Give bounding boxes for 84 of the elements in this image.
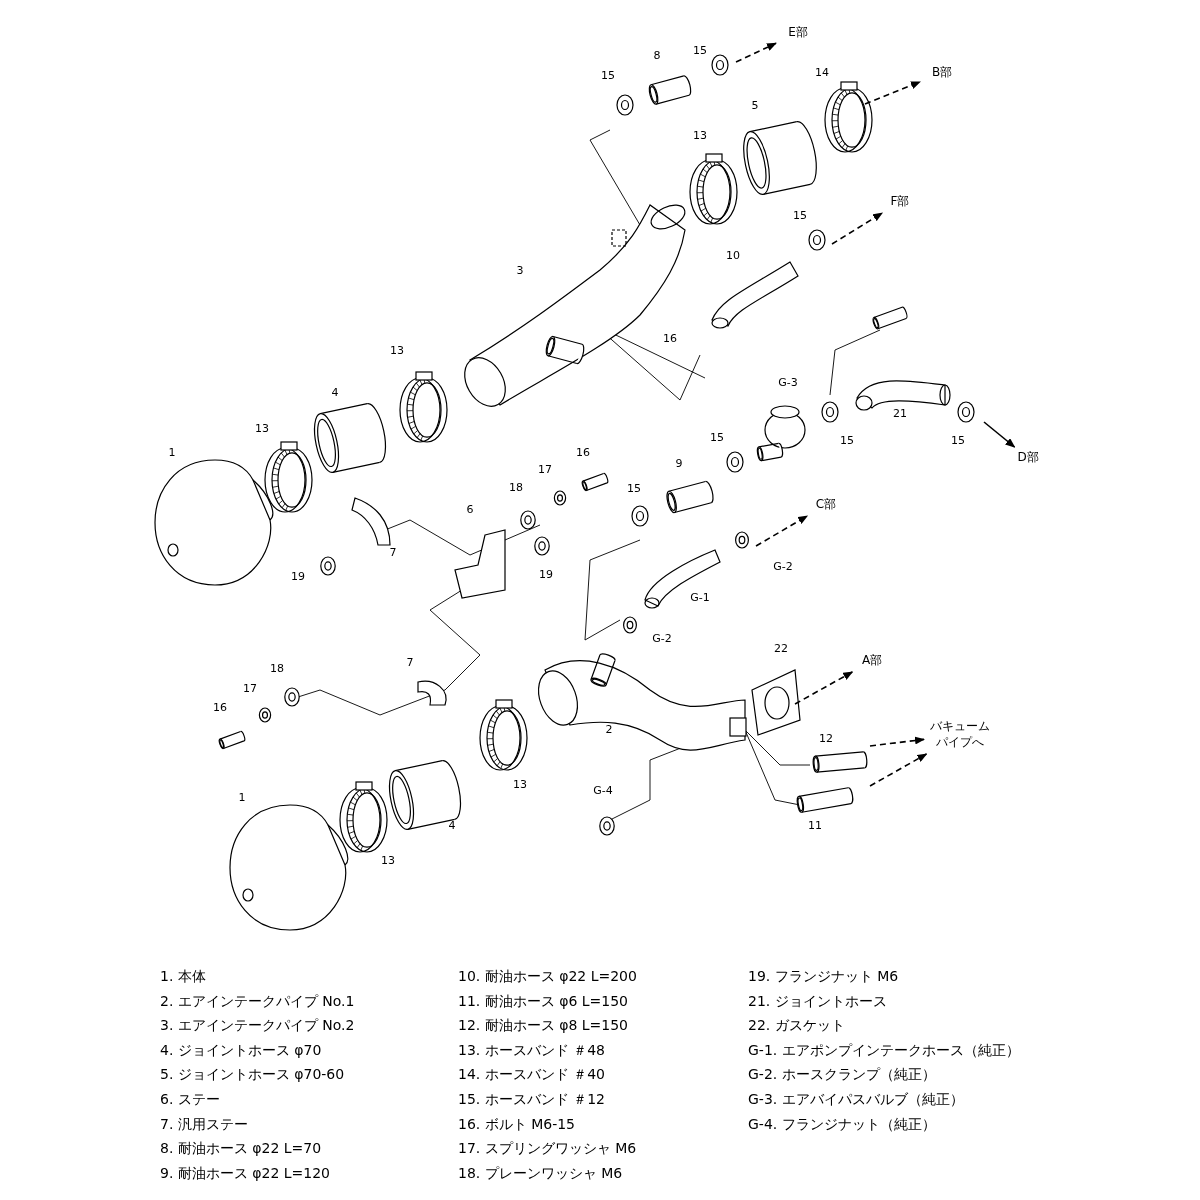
callout-number: 19 — [291, 569, 305, 583]
callout-number: 17 — [538, 462, 552, 476]
callout-number: 5 — [751, 98, 759, 112]
parts-list-item: 6. ステー — [160, 1091, 220, 1109]
arrow — [831, 212, 884, 245]
parts-list-item: 4. ジョイントホース φ70 — [160, 1041, 322, 1060]
parts-list-item: G-2. ホースクランプ（純正） — [748, 1066, 936, 1085]
callout-number: 15 — [793, 208, 807, 222]
callout-number: 22 — [774, 641, 788, 655]
arrow — [735, 42, 777, 63]
callout-number: 7 — [406, 655, 414, 669]
callout-number: 14 — [815, 65, 829, 79]
parts-list-item: 18. プレーンワッシャ M6 — [458, 1164, 623, 1183]
callout-number: 13 — [255, 421, 269, 435]
parts-list-item: 5. ジョイントホース φ70-60 — [160, 1066, 345, 1085]
arrow — [794, 671, 854, 705]
parts-list-item: 21. ジョイントホース — [748, 992, 887, 1011]
callout-number: 15 — [840, 433, 854, 447]
callout-number: 16 — [663, 331, 677, 345]
parts-list-item: G-4. フランジナット（純正） — [748, 1115, 936, 1134]
callout-number: 15 — [693, 43, 707, 57]
callout-number: 13 — [390, 343, 404, 357]
callout-number: 15 — [627, 481, 641, 495]
parts-list-item: 10. 耐油ホース φ22 L=200 — [458, 968, 637, 986]
callout-number: 6 — [466, 502, 474, 516]
callout-number: G-2 — [773, 559, 793, 573]
callout-number: 18 — [270, 661, 284, 675]
callout-number: 13 — [693, 128, 707, 142]
arrow — [864, 81, 921, 105]
arrow — [869, 736, 925, 747]
callout-number: 17 — [243, 681, 257, 695]
callout-number: 7 — [389, 545, 397, 559]
arrow — [983, 421, 1016, 448]
direction-label: E部 — [778, 24, 818, 40]
callout-number: 8 — [653, 48, 661, 62]
parts-list-item: 14. ホースバンド ＃40 — [458, 1066, 605, 1085]
parts-list-item: 2. エアインテークパイプ No.1 — [160, 992, 355, 1011]
callout-number: G-3 — [778, 375, 798, 389]
parts-list-item: 22. ガスケット — [748, 1017, 845, 1036]
callout-number: 16 — [576, 445, 590, 459]
callout-number: 18 — [509, 480, 523, 494]
callout-number: 1 — [168, 445, 176, 459]
parts-list-item: 15. ホースバンド ＃12 — [458, 1091, 605, 1109]
direction-label: D部 — [1008, 449, 1048, 465]
direction-label: C部 — [806, 496, 846, 512]
callout-number: 10 — [726, 248, 740, 262]
direction-label: F部 — [880, 193, 920, 209]
parts-list-item: 9. 耐油ホース φ22 L=120 — [160, 1164, 330, 1183]
parts-list-item: 12. 耐油ホース φ8 L=150 — [458, 1017, 628, 1036]
parts-list-item: 3. エアインテークパイプ No.2 — [160, 1017, 355, 1036]
callout-number: 19 — [539, 567, 553, 581]
callout-number: 15 — [710, 430, 724, 444]
callout-number: 2 — [605, 722, 613, 736]
callout-number: 9 — [675, 456, 683, 470]
callout-number: 12 — [819, 731, 833, 745]
callout-number: 4 — [331, 385, 339, 399]
callout-number: 1 — [238, 790, 246, 804]
parts-list-item: 7. 汎用ステー — [160, 1115, 248, 1134]
callout-number: G-2 — [652, 631, 672, 645]
callout-number: 3 — [516, 263, 524, 277]
parts-list-item: 19. フランジナット M6 — [748, 968, 899, 986]
direction-label: B部 — [922, 64, 962, 80]
parts-list-item: 13. ホースバンド ＃48 — [458, 1041, 605, 1060]
callout-number: 15 — [601, 68, 615, 82]
arrow — [755, 515, 809, 547]
parts-list-item: G-1. エアポンプインテークホース（純正） — [748, 1041, 1020, 1060]
parts-list-item: 11. 耐油ホース φ6 L=150 — [458, 992, 628, 1011]
callout-number: 13 — [381, 853, 395, 867]
parts-list-item: 16. ボルト M6-15 — [458, 1115, 576, 1134]
callout-number: 21 — [893, 406, 907, 420]
parts-list-item: G-3. エアバイパスバルブ（純正） — [748, 1091, 964, 1109]
parts-list-item: 1. 本体 — [160, 968, 206, 986]
arrow — [869, 753, 928, 787]
callout-number: G-4 — [593, 783, 613, 797]
callout-number: 16 — [213, 700, 227, 714]
direction-label: バキュームパイプへ — [926, 718, 994, 750]
callout-number: 13 — [513, 777, 527, 791]
callout-number: 11 — [808, 818, 822, 832]
parts-list-item: 17. スプリングワッシャ M6 — [458, 1140, 637, 1159]
parts-list-item: 8. 耐油ホース φ22 L=70 — [160, 1140, 322, 1159]
callout-number: 4 — [448, 818, 456, 832]
callout-number: 15 — [951, 433, 965, 447]
callout-number: G-1 — [690, 590, 710, 604]
direction-label: A部 — [852, 652, 892, 668]
